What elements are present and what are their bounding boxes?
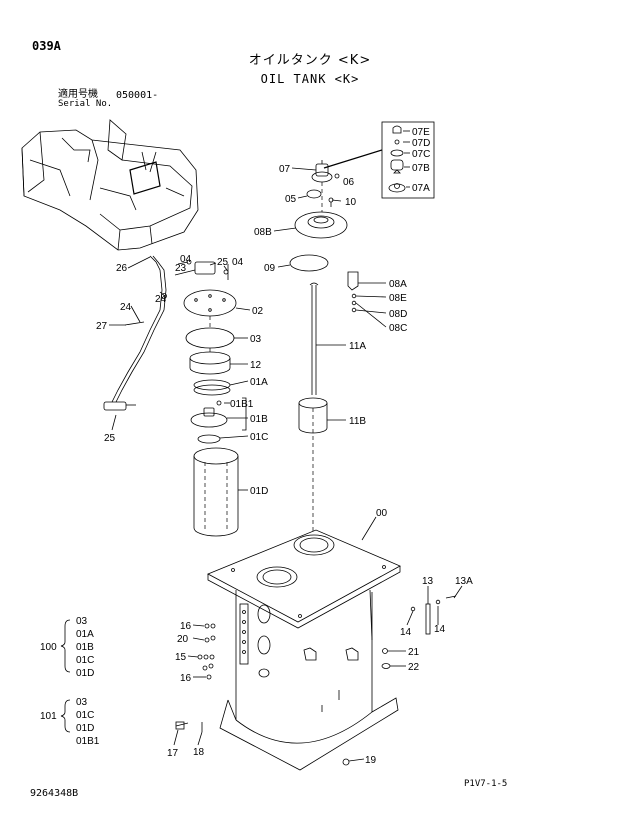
part-label-04-left: 04: [180, 254, 192, 265]
kit-100-item: 01A: [76, 629, 94, 640]
level-sensor-hose: [103, 255, 167, 411]
part-label-21: 21: [408, 647, 420, 658]
part-label-26: 26: [116, 263, 128, 274]
part-label-01C: 01C: [250, 432, 268, 443]
part-label-00: 00: [376, 508, 388, 519]
breather-exploded-inset: [381, 121, 435, 199]
kit-101-item: 01C: [76, 710, 94, 721]
part-label-03: 03: [250, 334, 262, 345]
kit-100-item: 01C: [76, 655, 94, 666]
part-label-08D: 08D: [389, 309, 407, 320]
title-english: OIL TANK <K>: [260, 72, 360, 86]
part-label-16-bottom: 16: [180, 673, 192, 684]
part-label-11A: 11A: [349, 341, 366, 352]
serial-number: 050001-: [116, 90, 159, 101]
inset-label-07C: 07C: [412, 149, 430, 160]
kit-101-item: 01D: [76, 723, 94, 734]
kit-braces: [60, 619, 71, 733]
part-label-10: 10: [345, 197, 357, 208]
inset-label-07A: 07A: [412, 183, 430, 194]
part-label-25-bottom: 25: [104, 433, 116, 444]
part-label-12: 12: [250, 360, 262, 371]
leader-lines: [109, 167, 463, 762]
part-label-09: 09: [264, 263, 276, 274]
serial-label-japanese: 適用号機: [58, 89, 98, 100]
part-label-01A: 01A: [250, 377, 268, 388]
kit-number-100: 100: [40, 642, 57, 653]
inset-label-07B: 07B: [412, 163, 430, 174]
page-reference: P1V7-1-5: [464, 779, 508, 789]
part-label-01D: 01D: [250, 486, 268, 497]
part-label-20: 20: [177, 634, 189, 645]
part-label-14-right: 14: [434, 624, 446, 635]
kit-100-item: 03: [76, 616, 88, 627]
part-label-15: 15: [175, 652, 187, 663]
part-label-18: 18: [193, 747, 205, 758]
kit-101-item: 03: [76, 697, 88, 708]
inset-callout-line: [323, 149, 383, 169]
drawing-number: 9264348B: [30, 788, 79, 799]
serial-label-english: Serial No.: [58, 99, 113, 109]
kit-101-item: 01B1: [76, 736, 100, 747]
part-label-16-top: 16: [180, 621, 192, 632]
part-label-27: 27: [96, 321, 108, 332]
suction-filter-stack: [183, 289, 239, 537]
part-label-08C: 08C: [389, 323, 407, 334]
oil-tank-body: [207, 529, 401, 771]
assembly-centerlines: [209, 182, 323, 540]
kit-100-item: 01D: [76, 668, 94, 679]
inset-label-07D: 07D: [412, 138, 430, 149]
part-label-13A: 13A: [455, 576, 473, 587]
part-label-08E: 08E: [389, 293, 407, 304]
part-label-08A: 08A: [389, 279, 407, 290]
part-label-23: 23: [175, 263, 187, 274]
part-label-07: 07: [279, 164, 291, 175]
part-label-06: 06: [343, 177, 355, 188]
part-label-25-top: 25: [217, 257, 229, 268]
part-label-05: 05: [285, 194, 297, 205]
kit-number-101: 101: [40, 711, 57, 722]
part-label-24-right: 24: [155, 294, 167, 305]
part-label-02: 02: [252, 306, 264, 317]
page-code: 039A: [32, 39, 61, 53]
part-label-19: 19: [365, 755, 377, 766]
part-label-01B: 01B: [250, 414, 268, 425]
part-label-17: 17: [167, 748, 179, 759]
breather-assembly: [289, 160, 348, 272]
title-japanese: オイルタンク <K>: [248, 53, 372, 68]
inset-label-07E: 07E: [412, 127, 430, 138]
part-label-14-left: 14: [400, 627, 412, 638]
part-label-13: 13: [422, 576, 434, 587]
part-label-04-right: 04: [232, 257, 244, 268]
kit-100-item: 01B: [76, 642, 94, 653]
part-label-22: 22: [408, 662, 420, 673]
part-label-24-left: 24: [120, 302, 132, 313]
fitting-bolts: [175, 623, 216, 732]
part-label-08B: 08B: [254, 227, 272, 238]
return-filter-assembly: [298, 271, 359, 434]
excavator-overview-sketch: [21, 119, 199, 251]
part-label-11B: 11B: [349, 416, 366, 427]
part-label-01B1: 01B1: [230, 399, 254, 410]
